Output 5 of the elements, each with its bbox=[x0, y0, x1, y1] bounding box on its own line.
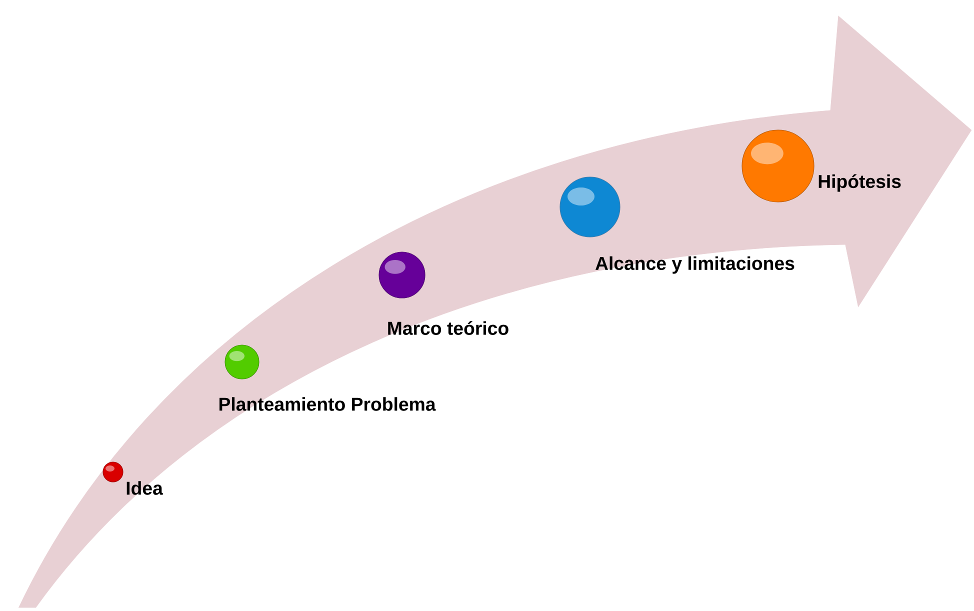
step-label: Alcance y limitaciones bbox=[596, 256, 794, 274]
step-label: Hipótesis bbox=[818, 174, 901, 192]
step-label: Planteamiento Problema bbox=[220, 397, 436, 411]
step-label: Marco teórico bbox=[388, 321, 508, 335]
step-label: Idea bbox=[126, 481, 164, 495]
